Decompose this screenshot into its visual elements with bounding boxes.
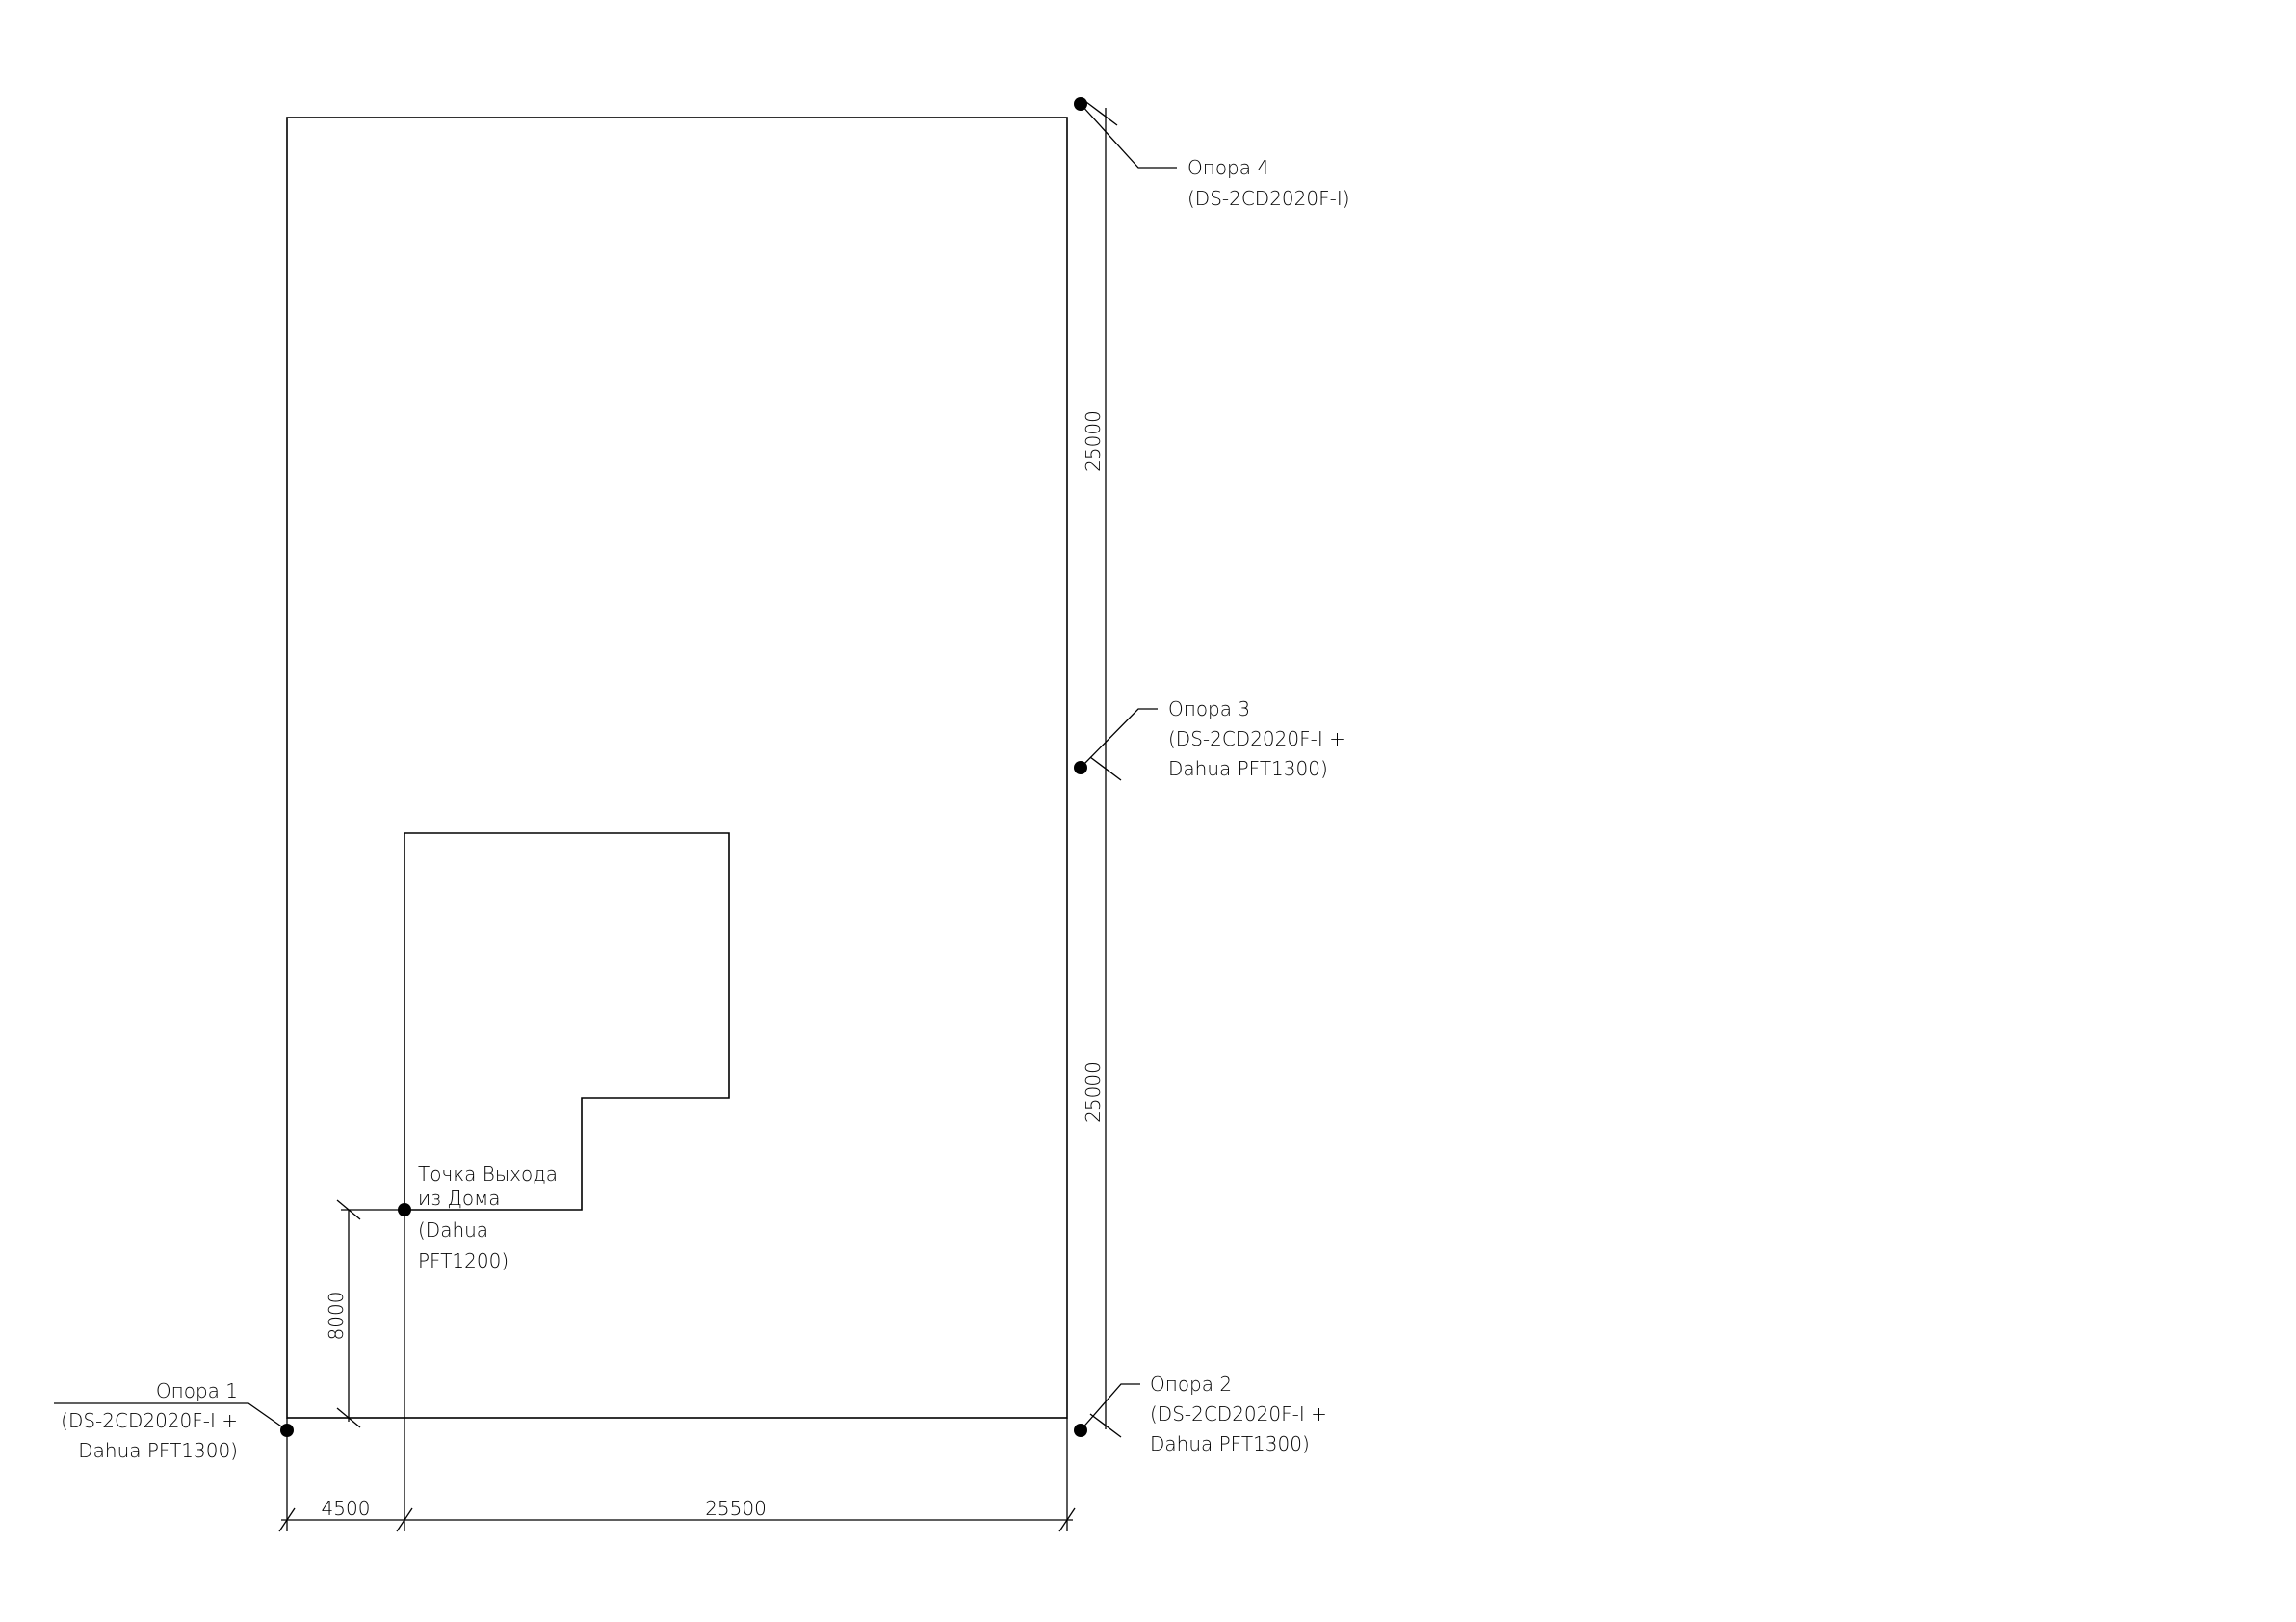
support-3-title: Опора 3	[1168, 697, 1250, 720]
support-1-model-extra: Dahua PFT1300)	[78, 1439, 238, 1462]
house-outline	[404, 832, 730, 1211]
property-boundary	[286, 117, 1068, 1419]
dim-right-upper: 25000	[1082, 410, 1105, 472]
support-1-model: (DS-2CD2020F-I +	[61, 1409, 238, 1432]
dim-right-lower: 25000	[1082, 1061, 1105, 1123]
support-2-title: Опора 2	[1150, 1373, 1232, 1396]
house-exit-marker	[398, 1203, 411, 1216]
support-1: Опора 1 (DS-2CD2020F-I + Dahua PFT1300)	[54, 1379, 294, 1462]
support-4-model: (DS-2CD2020F-I)	[1187, 187, 1350, 210]
house-exit-model: (Dahua	[418, 1218, 488, 1242]
support-1-title: Опора 1	[156, 1379, 238, 1402]
dim-bottom-right: 25500	[705, 1497, 767, 1520]
support-4: Опора 4 (DS-2CD2020F-I)	[1074, 97, 1350, 210]
dimension-bottom: 4500 25500	[278, 1210, 1076, 1532]
support-2-model: (DS-2CD2020F-I +	[1150, 1402, 1327, 1426]
dim-bottom-left: 4500	[322, 1497, 371, 1520]
support-2-model-extra: Dahua PFT1300)	[1150, 1432, 1310, 1455]
house-exit-point: Точка Выхода из Дома (Dahua PFT1200)	[398, 1163, 558, 1272]
dimension-right: 25000 25000	[1082, 101, 1122, 1438]
support-2: Опора 2 (DS-2CD2020F-I + Dahua PFT1300)	[1074, 1373, 1327, 1455]
house-exit-model-extra: PFT1200)	[418, 1249, 509, 1272]
house-exit-subtitle: из Дома	[418, 1187, 500, 1210]
support-3-model-extra: Dahua PFT1300)	[1168, 757, 1328, 780]
house-exit-title: Точка Выхода	[418, 1163, 558, 1186]
dim-left-vertical: 8000	[325, 1292, 348, 1341]
support-4-title: Опора 4	[1187, 156, 1269, 179]
dimension-left: 8000	[325, 1199, 404, 1428]
support-3-model: (DS-2CD2020F-I +	[1168, 727, 1345, 750]
support-3: Опора 3 (DS-2CD2020F-I + Dahua PFT1300)	[1074, 697, 1345, 780]
